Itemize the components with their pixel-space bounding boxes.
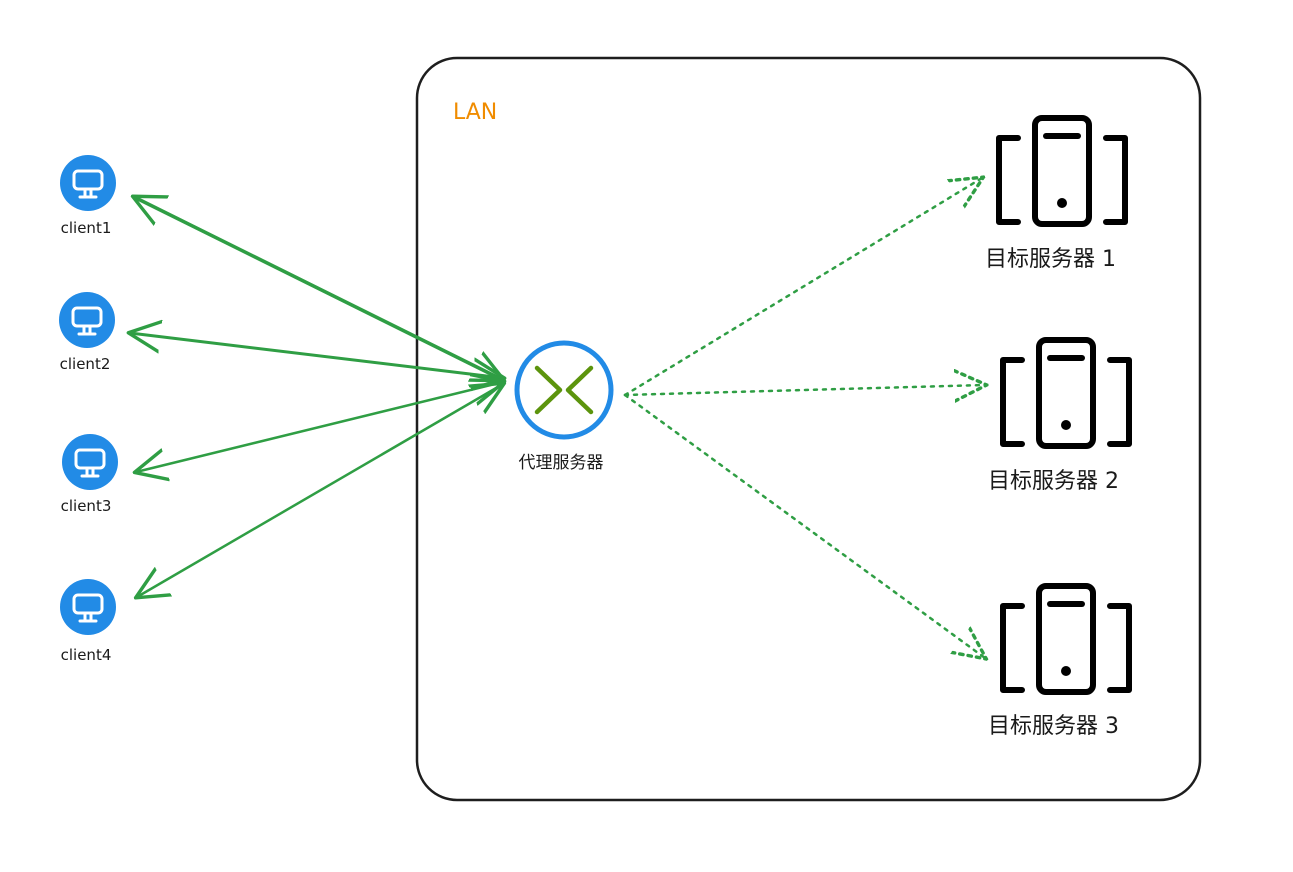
proxy-label: 代理服务器 — [518, 453, 604, 473]
server-icon — [996, 115, 1128, 227]
client2-label: client2 — [59, 355, 111, 373]
proxy-icon — [514, 340, 614, 440]
arrow-client1-proxy — [134, 197, 503, 380]
server2-node[interactable] — [1000, 337, 1132, 449]
proxy-node[interactable] — [514, 340, 614, 440]
client-connections — [130, 197, 503, 597]
arrow-client3-proxy — [136, 382, 503, 472]
monitor-icon — [60, 155, 116, 211]
server3-label: 目标服务器 3 — [988, 714, 1119, 739]
client3-node[interactable] — [62, 434, 118, 490]
monitor-icon — [59, 292, 115, 348]
server-connections — [623, 178, 985, 658]
arrow-proxy-server2 — [623, 385, 985, 395]
client1-node[interactable] — [60, 155, 116, 211]
client4-label: client4 — [60, 646, 112, 664]
monitor-icon — [62, 434, 118, 490]
client1-label: client1 — [60, 219, 112, 237]
server1-node[interactable] — [996, 115, 1128, 227]
monitor-icon — [60, 579, 116, 635]
server-icon — [1000, 337, 1132, 449]
client2-node[interactable] — [59, 292, 115, 348]
arrow-proxy-server1 — [623, 178, 982, 397]
server2-label: 目标服务器 2 — [988, 469, 1119, 494]
server1-label: 目标服务器 1 — [985, 247, 1116, 272]
arrow-client4-proxy — [137, 384, 503, 597]
client4-node[interactable] — [60, 579, 116, 635]
server3-node[interactable] — [1000, 583, 1132, 695]
arrow-proxy-server3 — [623, 393, 985, 658]
lan-label: LAN — [453, 100, 498, 125]
server-icon — [1000, 583, 1132, 695]
arrow-client2-proxy — [130, 333, 503, 378]
client3-label: client3 — [60, 497, 112, 515]
